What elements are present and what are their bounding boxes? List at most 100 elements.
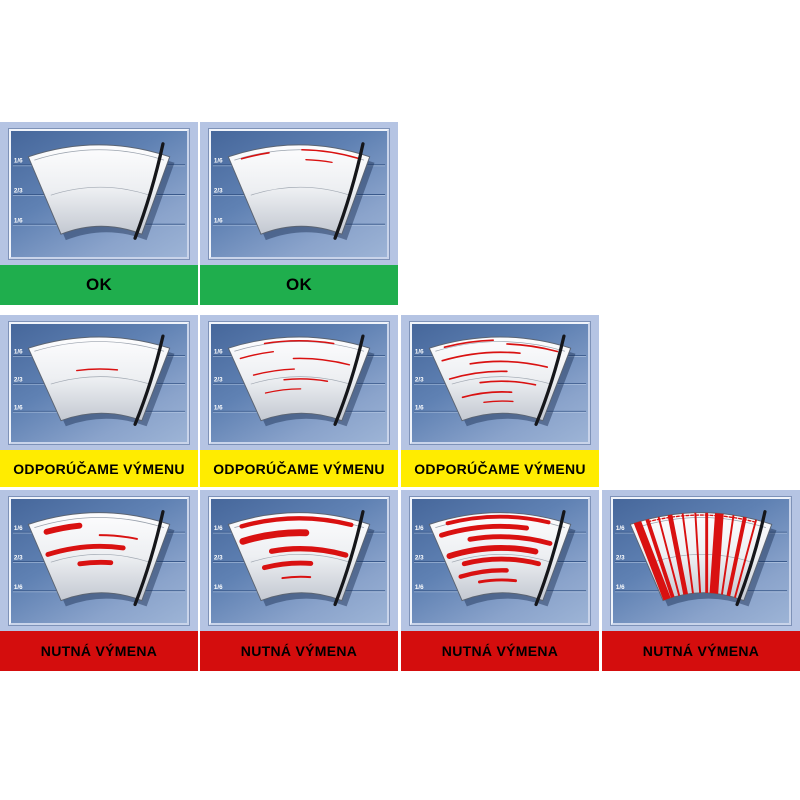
scale-label: 1/6	[14, 405, 23, 412]
scale-label: 1/6	[616, 584, 625, 591]
wiper-arc-reflection	[451, 376, 551, 385]
wear-streak	[264, 388, 302, 394]
wear-streak	[458, 568, 509, 579]
wiper-arc	[27, 512, 171, 602]
wiper-arc-inner-line	[34, 517, 165, 528]
wear-streak	[439, 523, 530, 538]
wear-streak	[240, 152, 270, 160]
scale-label: 1/6	[214, 405, 223, 412]
wear-streaks	[240, 148, 360, 163]
wear-streak	[445, 514, 551, 526]
status-label-replacement-required: NUTNÁ VÝMENA	[0, 631, 198, 671]
wear-streak	[261, 560, 314, 571]
wiper-illustration: 1/62/31/6	[212, 334, 386, 427]
wear-streak	[469, 360, 548, 368]
scale-label: 1/6	[214, 584, 223, 591]
wiper-blade	[333, 334, 365, 426]
wear-streak	[45, 543, 126, 557]
wear-streak	[305, 159, 333, 163]
status-label-text: ODPORÚČAME VÝMENU	[13, 460, 185, 477]
wear-streak	[467, 534, 553, 546]
wiper-illustration: 1/6 2/3 1/6	[212, 510, 386, 607]
wear-streak	[694, 512, 702, 594]
scale-label: 1/6	[214, 525, 223, 532]
scale-label: 2/3	[214, 187, 223, 194]
wear-streak	[657, 515, 681, 597]
wiper-arc-reflection	[50, 376, 150, 385]
scale-label: 1/6	[616, 525, 625, 532]
wiper-illustration: 1/62/31/6	[12, 334, 186, 427]
scale-label: 2/3	[14, 187, 23, 194]
wear-streak	[239, 529, 310, 545]
wear-streak	[483, 400, 514, 404]
wiper-arc-reflection	[50, 554, 150, 563]
wear-streak	[721, 514, 735, 596]
scale-label: 1/6	[214, 217, 223, 224]
wear-streak	[733, 518, 758, 599]
wiper-arc	[27, 144, 171, 235]
wear-streak	[443, 339, 495, 348]
scale-label: 1/6	[14, 217, 23, 224]
wiper-arc-reflection	[652, 554, 752, 563]
wear-streak	[726, 515, 747, 598]
wiper-illustration: 1/62/31/6	[212, 142, 386, 241]
scale-label: 1/6	[415, 525, 424, 532]
scale-label: 1/6	[415, 405, 424, 412]
wiper-blade	[534, 510, 566, 607]
wiper-illustration: 1/6 2/3 1/6	[413, 510, 587, 607]
wiper-arc	[27, 336, 171, 422]
wiper-blade	[133, 334, 165, 426]
scale-label: 2/3	[14, 554, 23, 561]
wear-streaks	[76, 368, 119, 372]
wear-streak	[446, 545, 539, 559]
scale-label: 1/6	[415, 584, 424, 591]
wear-streak	[461, 391, 513, 399]
status-label-text: NUTNÁ VÝMENA	[240, 643, 358, 659]
wear-streak	[268, 546, 349, 558]
wiper-illustration: 1/6 2/3 1/6	[12, 142, 186, 241]
scale-label: 1/6	[14, 584, 23, 591]
status-label-replacement-recommended: ODPORÚČAME VÝMENU	[200, 450, 398, 487]
wear-cell-replacement-required-2: 1/6 2/3 1/6 NUTNÁ VÝMENA	[200, 490, 398, 671]
wear-streak	[301, 148, 360, 160]
status-label-replacement-recommended: ODPORÚČAME VÝMENU	[0, 450, 198, 487]
scale-label: 2/3	[214, 554, 223, 561]
status-label-text: ODPORÚČAME VÝMENU	[213, 460, 385, 477]
wiper-arc-inner-line	[636, 517, 767, 528]
wear-streak	[506, 343, 559, 353]
wiper-panel: 1/6 2/3 1/6	[209, 497, 389, 625]
wiper-arc	[428, 512, 572, 602]
wear-streak	[252, 368, 295, 376]
wiper-panel: 1/6 2/3 1/6	[9, 129, 189, 259]
status-label-ok: OK	[0, 265, 198, 305]
status-label-replacement-recommended: ODPORÚČAME VÝMENU	[401, 450, 599, 487]
status-label-text: OK	[85, 275, 113, 294]
scale-label: 2/3	[214, 377, 223, 384]
wear-streaks	[441, 339, 559, 404]
wear-streak	[292, 357, 351, 366]
wiper-arc-reflection	[250, 554, 350, 563]
wear-streak	[448, 370, 508, 380]
scale-label: 1/6	[14, 158, 23, 165]
scale-label: 2/3	[415, 554, 424, 561]
wear-streak	[709, 512, 724, 598]
wear-streak	[77, 559, 114, 567]
wear-cell-ok-1: 1/6 2/3 1/6 OK	[0, 122, 198, 305]
wear-streak	[239, 350, 274, 360]
wear-streak	[281, 575, 312, 580]
status-label-text: ODPORÚČAME VÝMENU	[414, 460, 586, 477]
wear-streak	[239, 516, 354, 529]
wiper-blade	[534, 334, 566, 426]
wiper-blade	[133, 142, 165, 240]
wear-streak	[477, 578, 518, 584]
status-label-text: NUTNÁ VÝMENA	[441, 643, 559, 659]
wiper-blade	[735, 510, 767, 607]
status-label-replacement-required: NUTNÁ VÝMENA	[401, 631, 599, 671]
wear-streaks	[633, 512, 758, 601]
